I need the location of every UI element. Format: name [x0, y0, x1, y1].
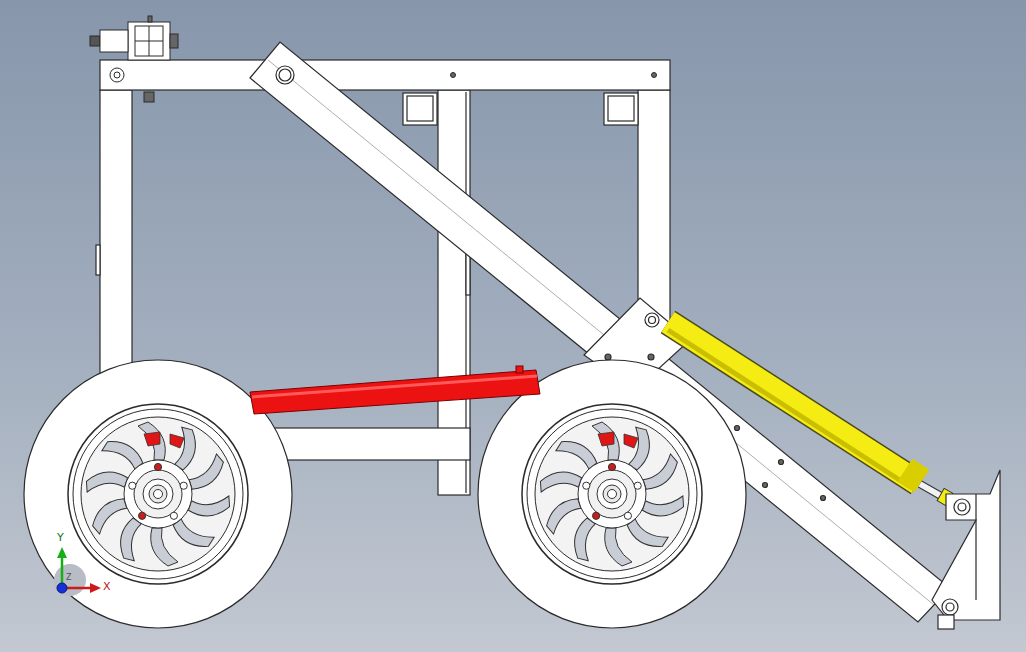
pivot-plate	[649, 317, 656, 324]
pivot-plate	[645, 313, 659, 327]
frame	[608, 96, 634, 121]
red-link-rod	[516, 366, 523, 373]
axis-label: Y	[57, 532, 64, 544]
top-bracket	[652, 73, 657, 78]
red-link-rod	[250, 370, 540, 414]
top-bracket	[90, 16, 657, 102]
top-bracket	[90, 36, 100, 46]
top-bracket	[148, 16, 152, 22]
pivot-plate	[605, 354, 611, 360]
axis-label: Z	[66, 572, 71, 584]
end-bracket	[932, 470, 1000, 620]
diagonal-arm	[763, 483, 768, 488]
diagonal-arm	[279, 69, 291, 81]
frame	[96, 245, 100, 275]
top-bracket	[110, 68, 124, 82]
frame	[270, 428, 470, 460]
top-bracket	[100, 30, 128, 52]
frame	[100, 60, 670, 90]
end-bracket	[932, 470, 1000, 629]
end-bracket	[975, 494, 976, 600]
diagonal-arm	[276, 66, 294, 84]
red-link-rod	[252, 376, 537, 397]
hydraulic-cylinder	[905, 470, 922, 481]
wheels	[24, 360, 746, 628]
top-bracket	[135, 26, 163, 56]
red-link-rod	[250, 366, 540, 414]
axis-label: X	[103, 581, 111, 593]
axis-triad	[90, 583, 101, 593]
diagonal-arm	[821, 496, 826, 501]
top-bracket	[144, 92, 154, 102]
frame	[403, 93, 437, 125]
wheels	[478, 360, 746, 628]
end-bracket	[942, 599, 958, 615]
top-bracket	[451, 73, 456, 78]
end-bracket	[958, 503, 966, 511]
end-bracket	[954, 499, 970, 515]
axis-triad	[57, 547, 67, 558]
frame	[604, 93, 638, 125]
end-bracket	[938, 615, 954, 629]
axis-triad	[57, 583, 67, 593]
top-bracket	[114, 72, 120, 78]
axis-triad	[54, 547, 101, 596]
top-bracket	[170, 34, 178, 48]
top-bracket	[128, 22, 170, 60]
diagonal-arm	[779, 460, 784, 465]
pivot-plate	[648, 354, 654, 360]
top-bracket	[135, 41, 163, 42]
frame	[100, 90, 132, 400]
frame	[407, 96, 433, 121]
end-bracket	[946, 603, 954, 611]
diagonal-arm	[735, 426, 740, 431]
axis-triad	[54, 564, 86, 596]
